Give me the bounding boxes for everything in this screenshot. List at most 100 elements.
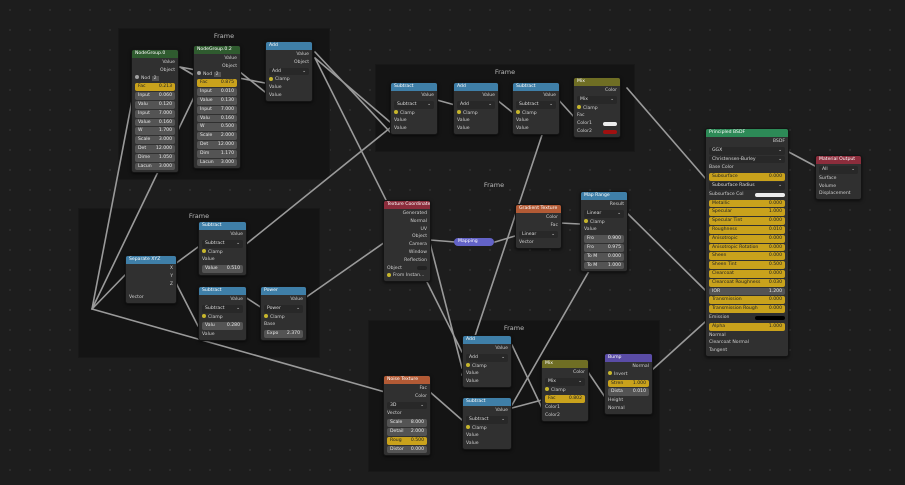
input-socket[interactable]: Value xyxy=(269,85,282,91)
output-socket[interactable]: Object xyxy=(222,63,237,69)
node-gradient-texture[interactable]: Gradient Texture Color Fac Linear Vector xyxy=(515,204,562,250)
input-socket[interactable]: Value xyxy=(584,227,597,233)
node-header[interactable]: Mix xyxy=(574,78,620,86)
input-socket[interactable]: Fac xyxy=(577,113,585,119)
node-header[interactable]: Add xyxy=(266,42,312,50)
mapping-reroute[interactable]: Mapping xyxy=(454,238,494,246)
output-socket[interactable]: Color xyxy=(605,88,617,93)
clamp-checkbox[interactable]: Clamp xyxy=(264,314,303,322)
input-socket[interactable]: Value xyxy=(394,118,407,124)
output-socket[interactable]: Object xyxy=(412,234,427,240)
input-socket[interactable]: Value xyxy=(457,126,470,132)
output-socket[interactable]: Normal xyxy=(632,364,649,369)
distribution-dropdown[interactable]: GGX xyxy=(709,146,785,155)
input-socket[interactable]: Vector xyxy=(519,240,534,246)
color-swatch[interactable] xyxy=(603,121,617,126)
gradient-type-dropdown[interactable]: Linear xyxy=(519,230,558,239)
clamp-checkbox[interactable]: Clamp xyxy=(202,249,243,257)
subsurface-radius-dropdown[interactable]: Subsurface Radius xyxy=(709,181,785,190)
operation-dropdown[interactable]: Add xyxy=(269,67,309,76)
node-map-range[interactable]: Map Range Result Linear Clamp Value Fro0… xyxy=(580,191,628,273)
input-socket[interactable]: Normal xyxy=(709,332,726,338)
output-socket[interactable]: Value xyxy=(543,93,556,98)
color-input[interactable]: Emission xyxy=(709,314,785,322)
output-socket[interactable]: Camera xyxy=(408,242,427,248)
output-socket[interactable]: Y xyxy=(170,273,173,279)
output-socket[interactable]: Z xyxy=(169,281,173,287)
output-socket[interactable]: Normal xyxy=(410,218,427,224)
node-header[interactable]: Power xyxy=(261,287,306,295)
output-socket[interactable]: Fac xyxy=(419,386,427,391)
operation-dropdown[interactable]: Subtract xyxy=(516,100,556,109)
output-socket[interactable]: Value xyxy=(162,60,175,65)
node-add-2[interactable]: Add Value Add Clamp Value Value xyxy=(453,82,499,135)
input-socket[interactable]: Vector xyxy=(387,411,402,417)
node-header[interactable]: Separate XYZ xyxy=(126,256,176,264)
node-header[interactable]: Noise Texture xyxy=(384,376,430,384)
output-socket[interactable]: Color xyxy=(415,393,427,399)
clamp-checkbox[interactable]: Clamp xyxy=(584,219,624,227)
input-socket[interactable]: Tangent xyxy=(709,348,728,354)
output-socket[interactable]: Color xyxy=(546,215,558,220)
input-socket[interactable]: Displacement xyxy=(819,191,851,197)
node-subtract-1[interactable]: Subtract Value Subtract Clamp Value Valu… xyxy=(390,82,438,135)
operation-dropdown[interactable]: Subtract xyxy=(466,415,508,424)
input-socket[interactable]: Vector xyxy=(129,295,144,301)
node-subtract-2[interactable]: Subtract Value Subtract Clamp Value Valu… xyxy=(512,82,560,135)
output-socket[interactable]: Window xyxy=(408,249,427,255)
color-swatch[interactable] xyxy=(603,129,617,134)
output-socket[interactable]: Fac xyxy=(550,222,558,228)
input-socket[interactable]: Normal xyxy=(608,405,625,411)
input-socket[interactable]: Value xyxy=(269,92,282,98)
node-header[interactable]: Map Range xyxy=(581,192,627,200)
input-socket[interactable]: Value xyxy=(516,118,529,124)
node-header[interactable]: Subtract xyxy=(199,222,246,230)
node-header[interactable]: Subtract xyxy=(391,83,437,91)
clamp-checkbox[interactable]: Clamp xyxy=(545,387,585,395)
operation-dropdown[interactable]: Subtract xyxy=(202,239,243,248)
color-input[interactable]: Color2 xyxy=(577,128,617,136)
input-socket[interactable]: Value xyxy=(457,118,470,124)
blend-mode-dropdown[interactable]: Mix xyxy=(545,377,585,386)
operation-dropdown[interactable]: Add xyxy=(466,353,508,362)
input-socket[interactable]: Value xyxy=(394,126,407,132)
clamp-checkbox[interactable]: Clamp xyxy=(466,425,508,433)
clamp-checkbox[interactable]: Clamp xyxy=(577,105,617,113)
node-texture-coordinate[interactable]: Texture Coordinate Generated Normal UV O… xyxy=(383,200,431,283)
node-header[interactable]: NodeGroup.0 xyxy=(132,50,178,58)
invert-checkbox[interactable]: Invert xyxy=(608,371,649,379)
target-dropdown[interactable]: All xyxy=(819,166,858,174)
node-add-3[interactable]: Add Value Add Clamp Value Value xyxy=(462,335,512,388)
operation-dropdown[interactable]: Power xyxy=(264,304,303,313)
output-socket[interactable]: Object xyxy=(160,67,175,73)
color-swatch[interactable] xyxy=(755,192,785,197)
input-socket[interactable]: Value xyxy=(202,332,215,338)
input-socket[interactable]: Base Color xyxy=(709,165,734,171)
color-input[interactable]: Color1 xyxy=(577,120,617,128)
input-socket[interactable]: Color2 xyxy=(545,412,560,418)
